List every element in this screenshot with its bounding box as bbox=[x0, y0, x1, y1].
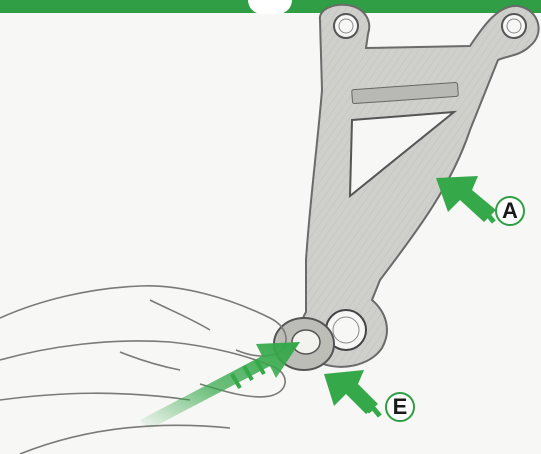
bracket-hole-top-right-inner bbox=[506, 18, 522, 34]
hand-index-finger bbox=[0, 285, 287, 357]
hand-crease-1 bbox=[149, 299, 211, 331]
arrow-dash-3 bbox=[254, 359, 266, 375]
hand-crease-2 bbox=[119, 351, 181, 371]
arrow-e-dash-2 bbox=[368, 403, 382, 418]
hand-wrist-line bbox=[19, 424, 231, 454]
arrow-dash-2 bbox=[242, 365, 254, 381]
bracket-hole-bottom-inner bbox=[332, 316, 360, 344]
bracket-cutout bbox=[348, 110, 458, 199]
green-arrow-icon bbox=[140, 342, 300, 430]
bracket-hole-top-right bbox=[501, 13, 527, 39]
hand-palm-line bbox=[0, 392, 191, 401]
bushing-bore bbox=[291, 329, 321, 355]
callout-label-a: A bbox=[495, 196, 525, 226]
arrow-e-dash-1 bbox=[359, 399, 373, 414]
bracket-hole-top-left-inner bbox=[338, 18, 354, 34]
arrow-a bbox=[436, 176, 496, 224]
header-notch bbox=[248, 0, 292, 14]
footpeg-bracket bbox=[299, 3, 540, 368]
hand-thumb bbox=[0, 340, 286, 398]
callout-label-e: E bbox=[385, 392, 415, 422]
arrow-e bbox=[324, 370, 382, 418]
header-bar bbox=[0, 0, 541, 14]
bracket-hole-top-left bbox=[333, 13, 359, 39]
arrow-a-dash-2 bbox=[482, 209, 496, 224]
insert-arrow bbox=[140, 342, 300, 430]
bracket-logo-emboss bbox=[351, 81, 459, 105]
arrow-dash-1 bbox=[230, 373, 242, 389]
arrow-a-dash-1 bbox=[473, 205, 487, 220]
